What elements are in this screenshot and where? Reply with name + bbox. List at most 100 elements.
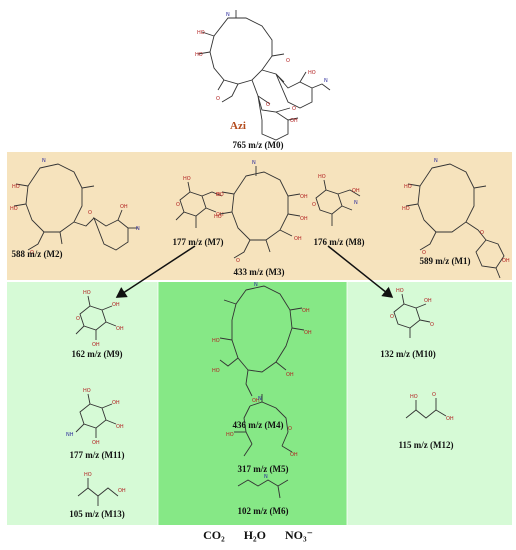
svg-text:HO: HO [308, 70, 316, 76]
product-no3: NO₃⁻ [284, 528, 313, 542]
svg-text:HO: HO [404, 184, 412, 190]
svg-text:HO: HO [10, 206, 18, 212]
m11-structure [75, 393, 117, 438]
svg-text:OH: OH [304, 330, 312, 336]
svg-text:OH: OH [216, 212, 224, 218]
svg-text:HO: HO [84, 472, 92, 478]
svg-text:OH: OH [116, 326, 124, 332]
svg-text:O: O [76, 316, 80, 322]
m2-structure [13, 163, 138, 251]
arrow-to-m10 [327, 245, 394, 298]
svg-text:HO: HO [318, 174, 326, 180]
arrow-to-m9 [115, 245, 196, 298]
m6-structure [237, 479, 289, 499]
m7-hetero: HO O OH O [176, 176, 224, 218]
svg-text:OH: OH [92, 342, 100, 348]
label-m5: 317 m/z (M5) [237, 464, 289, 474]
stage2-band-center [158, 282, 347, 525]
svg-text:O: O [422, 250, 426, 256]
svg-text:OH: OH [290, 118, 298, 124]
svg-text:OH: OH [112, 302, 120, 308]
svg-text:OH: OH [352, 188, 360, 194]
svg-text:NH: NH [66, 432, 74, 438]
m4-hetero: N HO HO OH OH OH OH [212, 282, 312, 404]
svg-text:OH: OH [300, 194, 308, 200]
m0-structure [197, 10, 331, 141]
m1-structure [405, 163, 505, 279]
svg-text:O: O [390, 314, 394, 320]
svg-text:HO: HO [396, 288, 404, 294]
svg-text:HO: HO [410, 394, 418, 400]
m1-hetero: N HO HO O O OH [402, 158, 510, 264]
parent-name-label: Azi [230, 120, 246, 132]
m12-structure [405, 398, 447, 419]
svg-text:N: N [264, 474, 268, 480]
svg-text:OH: OH [120, 204, 128, 210]
svg-text:O: O [236, 258, 240, 264]
m3-hetero: N HO HO O OH OH OH [214, 160, 308, 264]
svg-text:O: O [88, 210, 92, 216]
m7-structure [175, 181, 223, 228]
m10-structure [393, 293, 431, 338]
m8-hetero: HO OH N O [312, 174, 360, 208]
m11-hetero: HO OH OH OH NH [66, 388, 124, 446]
m3-structure [219, 166, 301, 259]
svg-text:OH: OH [252, 398, 260, 404]
m5-structure [234, 394, 293, 457]
svg-text:HO: HO [83, 290, 91, 296]
product-co2: CO₂ [203, 528, 225, 542]
svg-text:O: O [480, 230, 484, 236]
label-m4: 436 m/z (M4) [232, 420, 284, 430]
label-m10: 132 m/z (M10) [380, 349, 436, 359]
svg-text:OH: OH [116, 424, 124, 430]
m0-hetero: N HO HO O HO N O O OH O [195, 12, 328, 124]
svg-text:O: O [288, 426, 292, 432]
svg-text:HO: HO [216, 192, 224, 198]
svg-text:HO: HO [226, 432, 234, 438]
svg-text:O: O [312, 202, 316, 208]
svg-text:OH: OH [118, 488, 126, 494]
svg-text:N: N [324, 78, 328, 84]
svg-text:O: O [266, 102, 270, 108]
svg-text:N: N [136, 226, 140, 232]
label-m0: 765 m/z (M0) [232, 140, 284, 150]
svg-text:O: O [286, 58, 290, 64]
svg-text:O: O [292, 106, 296, 112]
stage2-band-left [7, 282, 158, 525]
label-m6: 102 m/z (M6) [237, 506, 289, 516]
svg-text:O: O [216, 192, 220, 198]
svg-text:O: O [430, 322, 434, 328]
svg-text:N: N [434, 158, 438, 164]
m4-structure [219, 285, 305, 397]
m13-hetero: HO OH [84, 472, 126, 494]
svg-text:HO: HO [195, 52, 203, 58]
m8-structure [315, 179, 361, 226]
label-m2: 588 m/z (M2) [11, 249, 63, 259]
label-m9: 162 m/z (M9) [71, 349, 123, 359]
m10-hetero: HO OH O O [390, 288, 434, 328]
label-m13: 105 m/z (M13) [69, 509, 125, 519]
svg-text:OH: OH [92, 440, 100, 446]
final-products: CO₂ H₂O NO₃⁻ [0, 528, 516, 543]
svg-text:HO: HO [212, 368, 220, 374]
svg-text:OH: OH [286, 372, 294, 378]
stage2-band-right [347, 282, 512, 525]
svg-text:OH: OH [294, 236, 302, 242]
svg-text:N: N [252, 160, 256, 166]
svg-text:OH: OH [290, 452, 298, 458]
m6-hetero: N [264, 474, 268, 480]
svg-text:HO: HO [12, 184, 20, 190]
svg-text:OH: OH [300, 216, 308, 222]
svg-text:HO: HO [214, 214, 222, 220]
m9-hetero: HO OH OH OH O [76, 290, 124, 348]
label-m12: 115 m/z (M12) [398, 440, 454, 450]
svg-text:N: N [258, 396, 262, 402]
m13-structure [77, 478, 119, 506]
svg-text:O: O [30, 250, 34, 256]
m9-structure [75, 295, 117, 340]
svg-text:HO: HO [83, 388, 91, 394]
product-h2o: H₂O [243, 528, 266, 542]
svg-text:N: N [354, 200, 358, 206]
svg-text:N: N [254, 282, 258, 288]
svg-text:HO: HO [212, 338, 220, 344]
